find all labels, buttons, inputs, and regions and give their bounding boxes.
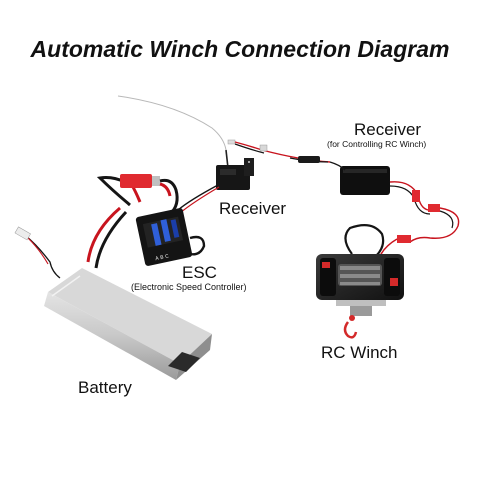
antenna-wire (118, 96, 226, 150)
diagram-title: Automatic Winch Connection Diagram (0, 36, 480, 63)
receiver-plug (228, 140, 235, 144)
winch-power-lead (410, 208, 459, 242)
esc-sublabel: (Electronic Speed Controller) (131, 282, 247, 292)
battery-label: Battery (78, 378, 132, 398)
balance-lead-red (28, 238, 48, 264)
receiver-winch-sublabel: (for Controlling RC Winch) (327, 139, 426, 149)
xt-connector (120, 174, 160, 188)
receiver-winch (340, 166, 390, 195)
winch-control-cable (345, 225, 383, 256)
xt-lead-2 (160, 184, 170, 196)
receiver-winch-label: Receiver (354, 120, 421, 140)
balance-plug (15, 227, 31, 240)
receiver-label: Receiver (219, 199, 286, 219)
esc-wire-coil (190, 237, 204, 254)
inline-switch (298, 156, 320, 163)
esc-label: ESC (182, 263, 217, 283)
receiver-link-plug (260, 145, 267, 151)
esc-signal-wire (178, 185, 218, 210)
winch-power-lead-black (440, 211, 453, 228)
winch-label: RC Winch (321, 343, 398, 363)
rc-winch (316, 254, 404, 337)
receiver (216, 158, 254, 190)
jst-connector-1 (412, 190, 420, 202)
esc-signal-wire-red (180, 187, 219, 213)
esc: A B C (135, 208, 192, 267)
jst-connector-3 (397, 235, 411, 243)
jst-connector-2 (428, 204, 440, 212)
receiver-winch-lead-out-black (390, 186, 430, 214)
esc-battery-black (96, 212, 126, 268)
balance-lead (26, 236, 60, 278)
receiver-winch-lead-in (330, 162, 345, 170)
esc-battery-red (88, 208, 120, 262)
